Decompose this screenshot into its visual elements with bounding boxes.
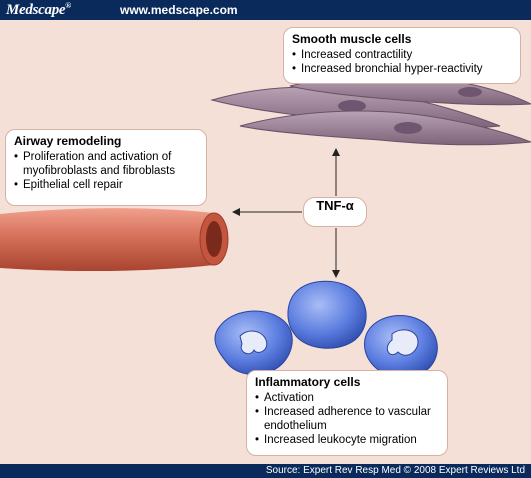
inflammatory-item: Increased adherence to vascular endothel… bbox=[255, 405, 439, 433]
inflammatory-cells-box: Inflammatory cells Activation Increased … bbox=[246, 370, 448, 456]
inflammatory-cells-illustration bbox=[214, 280, 438, 379]
smooth-muscle-title: Smooth muscle cells bbox=[292, 32, 412, 46]
registered-mark: ® bbox=[65, 1, 71, 10]
airway-title: Airway remodeling bbox=[14, 134, 122, 148]
smooth-muscle-item: Increased contractility bbox=[292, 48, 512, 62]
smooth-muscle-cells-illustration bbox=[210, 75, 531, 146]
source-credit: Source: Expert Rev Resp Med © 2008 Exper… bbox=[265, 465, 525, 476]
airway-tube-illustration bbox=[0, 208, 229, 272]
bottom-strip bbox=[0, 460, 531, 464]
inflammatory-title: Inflammatory cells bbox=[255, 375, 361, 389]
smooth-muscle-item: Increased bronchial hyper-reactivity bbox=[292, 62, 512, 76]
airway-item: Epithelial cell repair bbox=[14, 178, 198, 192]
inflammatory-item: Increased leukocyte migration bbox=[255, 433, 439, 447]
airway-remodeling-box: Airway remodeling Proliferation and acti… bbox=[5, 129, 207, 206]
smooth-muscle-box: Smooth muscle cells Increased contractil… bbox=[283, 27, 521, 84]
medscape-logo[interactable]: Medscape® bbox=[6, 1, 71, 19]
tnf-alpha-node: TNF-α bbox=[303, 197, 367, 227]
logo-text: Medscape bbox=[6, 2, 66, 18]
airway-item: Proliferation and activation of myofibro… bbox=[14, 150, 198, 178]
footer-bar: Source: Expert Rev Resp Med © 2008 Exper… bbox=[0, 464, 531, 478]
inflammatory-item: Activation bbox=[255, 391, 439, 405]
header-bar: Medscape® www.medscape.com bbox=[0, 0, 531, 20]
site-url[interactable]: www.medscape.com bbox=[120, 3, 238, 17]
